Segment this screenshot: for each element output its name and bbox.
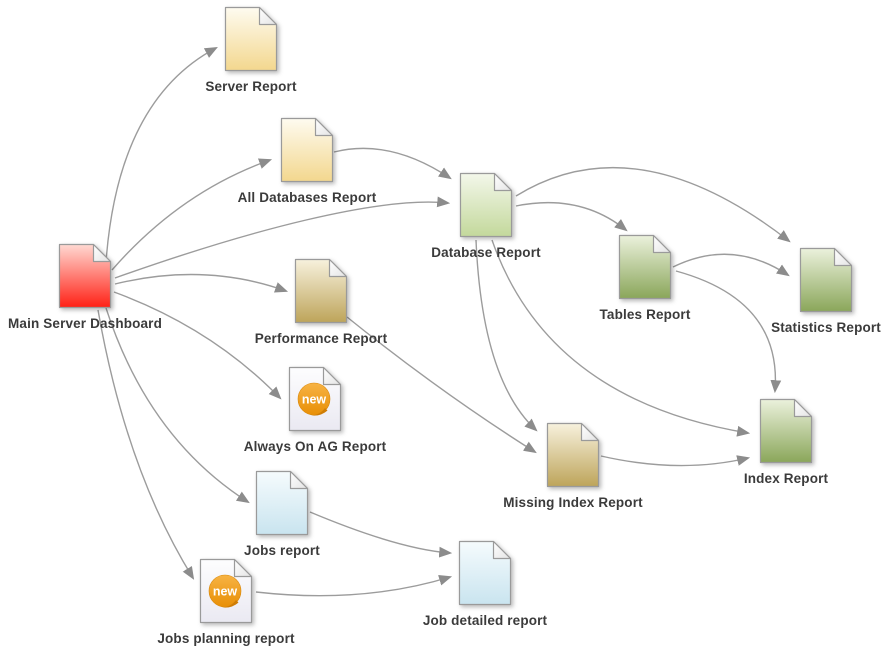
document-icon bbox=[459, 172, 513, 238]
document-icon bbox=[458, 540, 512, 606]
document-icon bbox=[255, 470, 309, 536]
edge-main-server-dashboard-to-jobs-report bbox=[105, 307, 250, 504]
edge-missing-index-report-to-index-report bbox=[600, 455, 751, 467]
node-label: Main Server Dashboard bbox=[8, 316, 162, 331]
edge-main-server-dashboard-to-database-report bbox=[114, 196, 451, 279]
edge-jobs-planning-report-to-job-detailed-report bbox=[255, 574, 453, 597]
node-database-report[interactable]: Database Report bbox=[431, 172, 541, 260]
edge-main-server-dashboard-to-jobs-planning-report bbox=[97, 309, 195, 580]
edge-database-report-to-statistics-report bbox=[515, 166, 791, 243]
node-performance-report[interactable]: Performance Report bbox=[255, 258, 387, 346]
node-missing-index-report[interactable]: Missing Index Report bbox=[503, 422, 643, 510]
document-icon bbox=[799, 247, 853, 313]
new-badge-icon bbox=[297, 382, 331, 416]
edge-tables-report-to-statistics-report bbox=[672, 253, 790, 277]
edge-main-server-dashboard-to-performance-report bbox=[114, 273, 289, 293]
document-icon bbox=[58, 243, 112, 309]
document-icon bbox=[294, 258, 348, 324]
edge-performance-report-to-missing-index-report bbox=[346, 316, 537, 454]
node-label: Jobs planning report bbox=[157, 631, 295, 646]
node-server-report[interactable]: Server Report bbox=[205, 6, 296, 94]
edge-database-report-to-missing-index-report bbox=[475, 239, 538, 432]
node-label: Server Report bbox=[205, 79, 297, 94]
badge-label: new bbox=[213, 585, 238, 599]
node-label: Index Report bbox=[743, 471, 829, 486]
edge-jobs-report-to-job-detailed-report bbox=[309, 511, 453, 558]
document-icon bbox=[546, 422, 600, 488]
document-icon bbox=[280, 117, 334, 183]
node-index-report[interactable]: Index Report bbox=[744, 398, 828, 486]
node-label: Always On AG Report bbox=[243, 439, 387, 454]
new-badge-icon bbox=[208, 574, 242, 608]
document-icon bbox=[224, 6, 278, 72]
edge-main-server-dashboard-to-all-databases-report bbox=[111, 158, 273, 271]
document-new-badge-icon: new bbox=[288, 366, 342, 432]
node-all-databases-report[interactable]: All Databases Report bbox=[238, 117, 376, 205]
node-label: Tables Report bbox=[599, 307, 691, 322]
document-icon bbox=[759, 398, 813, 464]
node-job-detailed-report[interactable]: Job detailed report bbox=[423, 540, 547, 628]
node-jobs-planning-report[interactable]: new Jobs planning report bbox=[157, 558, 294, 646]
node-statistics-report[interactable]: Statistics Report bbox=[771, 247, 881, 335]
node-label: Performance Report bbox=[254, 331, 388, 346]
edge-all-databases-report-to-database-report bbox=[333, 147, 452, 180]
edge-main-server-dashboard-to-server-report bbox=[105, 46, 218, 263]
edge-tables-report-to-index-report bbox=[675, 270, 782, 394]
node-label: Missing Index Report bbox=[503, 495, 643, 510]
document-icon bbox=[618, 234, 672, 300]
node-always-on-ag-report[interactable]: new Always On AG Report bbox=[244, 366, 386, 454]
edge-database-report-to-index-report bbox=[491, 239, 751, 437]
node-label: Database Report bbox=[431, 245, 541, 260]
node-label: Job detailed report bbox=[422, 613, 548, 628]
node-label: Statistics Report bbox=[771, 320, 881, 335]
badge-label: new bbox=[302, 393, 327, 407]
edge-database-report-to-tables-report bbox=[515, 201, 628, 232]
node-label: All Databases Report bbox=[237, 190, 377, 205]
node-label: Jobs report bbox=[244, 543, 320, 558]
node-jobs-report[interactable]: Jobs report bbox=[244, 470, 320, 558]
node-tables-report[interactable]: Tables Report bbox=[600, 234, 690, 322]
node-main-server-dashboard[interactable]: Main Server Dashboard bbox=[8, 243, 162, 331]
edge-main-server-dashboard-to-always-on-ag-report bbox=[113, 291, 282, 400]
document-new-badge-icon: new bbox=[199, 558, 253, 624]
